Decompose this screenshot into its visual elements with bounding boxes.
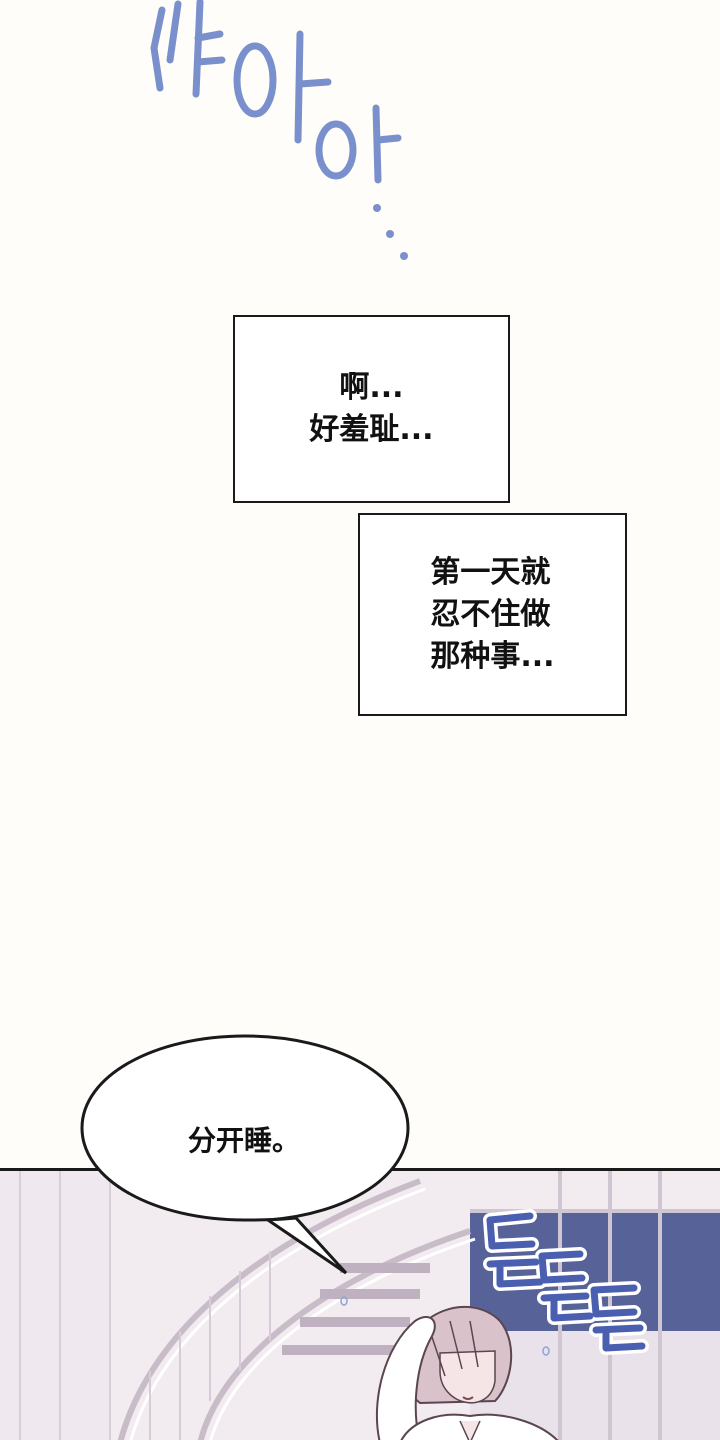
panel-artwork: [0, 1171, 720, 1440]
sound-effect-bottom: [483, 1209, 649, 1355]
narration-box-2: 第一天就 忍不住做 那种事...: [358, 513, 627, 716]
narration-2-line-3: 那种事...: [430, 638, 555, 674]
illustration-panel: [0, 1168, 720, 1440]
speech-bubble: [80, 1034, 410, 1275]
sound-effect-top: [150, 0, 408, 260]
narration-2-line-2: 忍不住做: [430, 596, 551, 632]
sfx-dots: [373, 204, 408, 260]
sfx-strokes: [150, 0, 402, 184]
speech-bubble-text: 分开睡。: [187, 1124, 300, 1157]
narration-1-line-2: 好羞耻...: [309, 412, 434, 447]
narration-1-line-1: 啊...: [339, 370, 404, 405]
narration-box-1: 啊... 好羞耻...: [233, 315, 510, 503]
narration-text-1: 啊... 好羞耻...: [309, 367, 433, 451]
narration-text-2: 第一天就 忍不住做 那种事...: [430, 552, 554, 678]
narration-2-line-1: 第一天就: [430, 554, 551, 590]
